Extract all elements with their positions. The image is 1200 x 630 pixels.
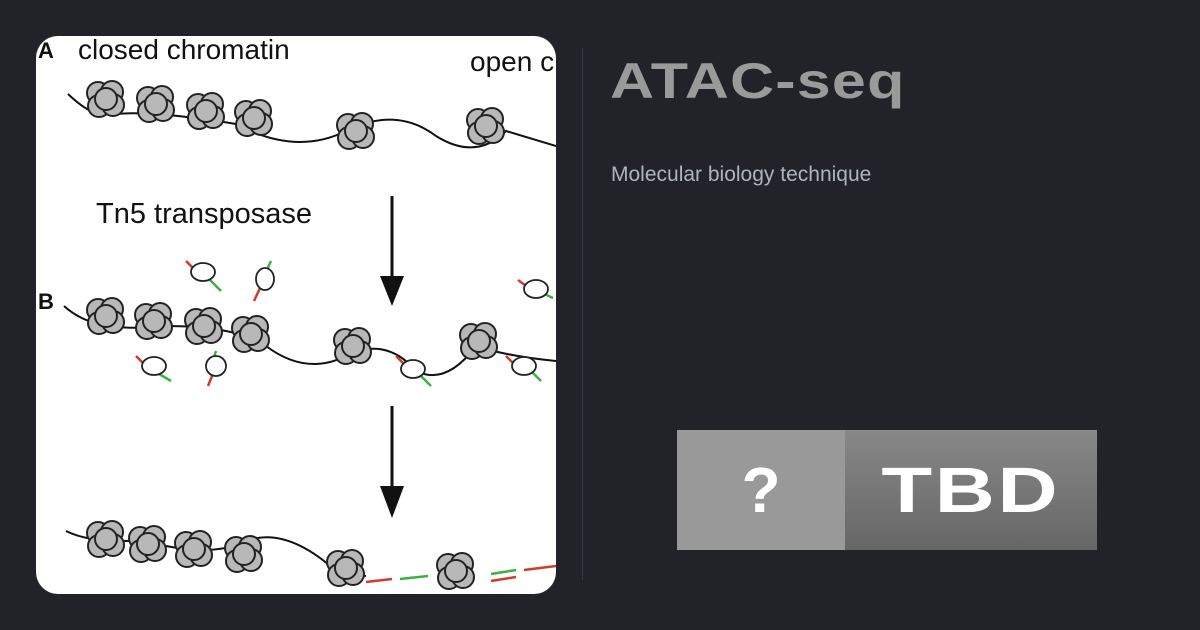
figure-image: A closed chromatin open c Tn5 transposas… xyxy=(36,36,556,594)
subtitle: Molecular biology technique xyxy=(611,163,872,186)
atac-seq-diagram xyxy=(63,80,556,590)
nucleosome xyxy=(194,99,218,123)
nucleosome xyxy=(142,309,166,333)
nucleosome xyxy=(239,322,263,346)
nucleosome xyxy=(94,87,118,111)
badge-tbd: TBD xyxy=(845,430,1097,550)
nucleosome xyxy=(444,559,468,583)
closed-chromatin-label: closed chromatin xyxy=(78,36,290,65)
nucleosome xyxy=(232,542,256,566)
nucleosome xyxy=(94,527,118,551)
nucleosome xyxy=(242,106,266,130)
page-title: ATAC-seq xyxy=(610,53,906,109)
badge-unknown: ? xyxy=(677,430,845,550)
nucleosome xyxy=(94,304,118,328)
status-badge: ? TBD xyxy=(677,430,1097,550)
nucleosome xyxy=(467,329,491,353)
nucleosome xyxy=(334,556,358,580)
nucleosome xyxy=(341,334,365,358)
nucleosome xyxy=(192,314,216,338)
panel-b-label: B xyxy=(38,289,54,314)
nucleosome xyxy=(144,92,168,116)
nucleosome xyxy=(474,114,498,138)
divider xyxy=(582,48,583,580)
nucleosome xyxy=(344,119,368,143)
badge-tbd-text: TBD xyxy=(881,454,1061,526)
open-chromatin-label: open c xyxy=(470,46,555,77)
nucleosome xyxy=(136,532,160,556)
nucleosome xyxy=(182,537,206,561)
tn5-label: Tn5 transposase xyxy=(96,198,313,230)
panel-a-label: A xyxy=(38,38,54,63)
